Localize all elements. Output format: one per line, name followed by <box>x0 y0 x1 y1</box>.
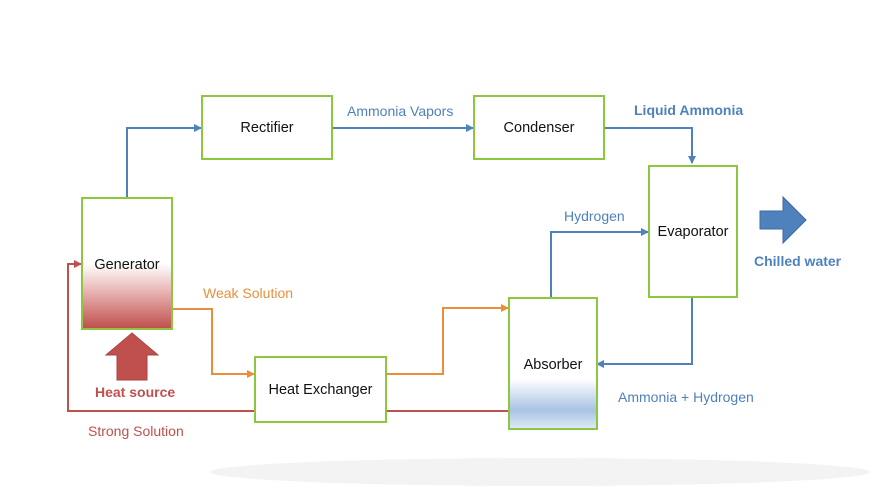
rectifier-box: Rectifier <box>201 95 333 160</box>
heat-exchanger-box: Heat Exchanger <box>254 356 387 423</box>
evaporator-box: Evaporator <box>648 165 738 298</box>
absorber-box: Absorber <box>508 297 598 430</box>
evaporator-label: Evaporator <box>657 223 729 240</box>
condenser-label: Condenser <box>503 119 575 136</box>
chilled-water-arrow-icon <box>759 195 807 245</box>
flow-hydrogen <box>550 228 649 297</box>
generator-label: Generator <box>94 257 160 273</box>
heat-source-arrow-icon <box>104 332 160 381</box>
strong-solution-label: Strong Solution <box>88 423 184 439</box>
hydrogen-label: Hydrogen <box>564 208 625 224</box>
chilled-water-label: Chilled water <box>754 253 842 269</box>
flow-liquid-ammonia <box>605 127 696 164</box>
flow-generator-to-rectifier <box>126 124 202 198</box>
liquid-ammonia-label: Liquid Ammonia <box>634 102 744 118</box>
heat-exchanger-label: Heat Exchanger <box>268 381 373 398</box>
flow-weak-solution-to-hx <box>172 308 255 378</box>
rectifier-label: Rectifier <box>240 119 294 136</box>
ammonia-hydrogen-label: Ammonia + Hydrogen <box>618 389 754 405</box>
bottom-shadow <box>210 458 870 486</box>
heat-source-label: Heat source <box>95 384 176 400</box>
condenser-box: Condenser <box>473 95 605 160</box>
weak-solution-label: Weak Solution <box>203 285 294 301</box>
absorber-label: Absorber <box>523 357 583 373</box>
flow-ammonia-hydrogen <box>596 297 693 368</box>
flow-weak-solution-to-absorber <box>386 304 509 375</box>
ammonia-vapors-label: Ammonia Vapors <box>347 103 454 119</box>
generator-box: Generator <box>81 197 173 330</box>
